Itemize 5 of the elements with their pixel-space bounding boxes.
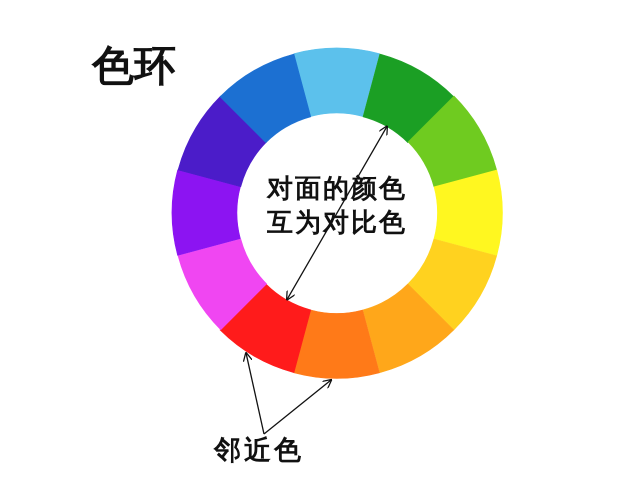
- node-label: 邻近色: [214, 435, 304, 466]
- title: 色环: [92, 40, 176, 92]
- arrow: [264, 378, 332, 434]
- arrow: [242, 352, 265, 434]
- double-arrow: [286, 125, 388, 301]
